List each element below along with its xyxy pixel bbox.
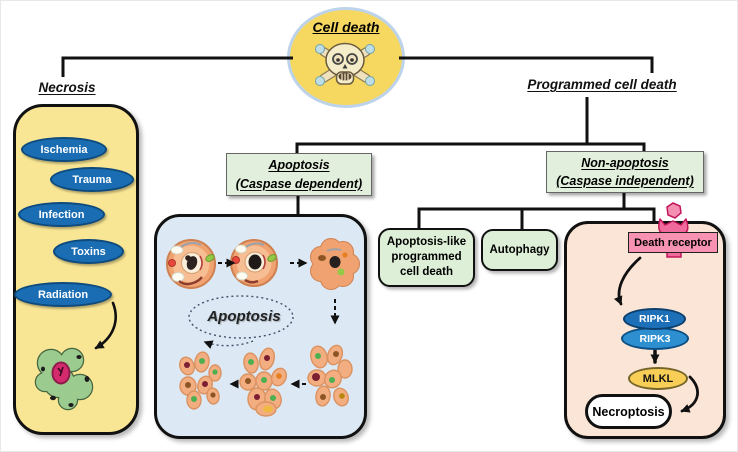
cell-death-node: Cell death — [290, 10, 402, 105]
cause-oval-trauma: Trauma — [50, 167, 134, 192]
apoptosis-like-line1: Apoptosis-like — [386, 236, 467, 249]
cause-oval-radiation: Radiation — [14, 282, 112, 307]
ripk1-oval: RIPK1 — [623, 308, 686, 330]
apoptosis-branch-line1: Apoptosis — [268, 158, 330, 173]
programmed-cell-death-title: Programmed cell death — [527, 77, 677, 92]
apoptosis-cycle-label: Apoptosis — [207, 308, 281, 325]
autophagy-label: Autophagy — [489, 243, 550, 256]
necroptosis-outcome: Necroptosis — [585, 394, 672, 429]
apoptosis-panel — [154, 214, 367, 439]
death-receptor-label: Death receptor — [628, 232, 718, 253]
non-apoptosis-line1: Non-apoptosis — [581, 155, 669, 170]
non-apoptosis-line2: (Caspase independent) — [556, 174, 694, 188]
necrosis-title: Necrosis — [38, 80, 96, 95]
apoptosis-like-line2: programmed — [391, 251, 462, 264]
autophagy-box: Autophagy — [481, 229, 558, 271]
cell-death-label: Cell death — [312, 19, 380, 35]
ripk3-oval: RIPK3 — [621, 327, 689, 350]
apoptosis-branch-line2: (Caspase dependent) — [235, 176, 363, 191]
apoptosis-like-box: Apoptosis-like programmed cell death — [378, 228, 475, 287]
cause-oval-toxins: Toxins — [53, 239, 124, 264]
cause-oval-ischemia: Ischemia — [21, 137, 107, 162]
cause-oval-infection: Infection — [18, 202, 105, 227]
non-apoptosis-branch-box: Non-apoptosis (Caspase independent) — [546, 151, 704, 193]
mlkl-oval: MLKL — [628, 367, 688, 390]
apoptosis-branch-box: Apoptosis (Caspase dependent) — [226, 153, 372, 196]
apoptosis-like-line3: cell death — [399, 265, 454, 278]
